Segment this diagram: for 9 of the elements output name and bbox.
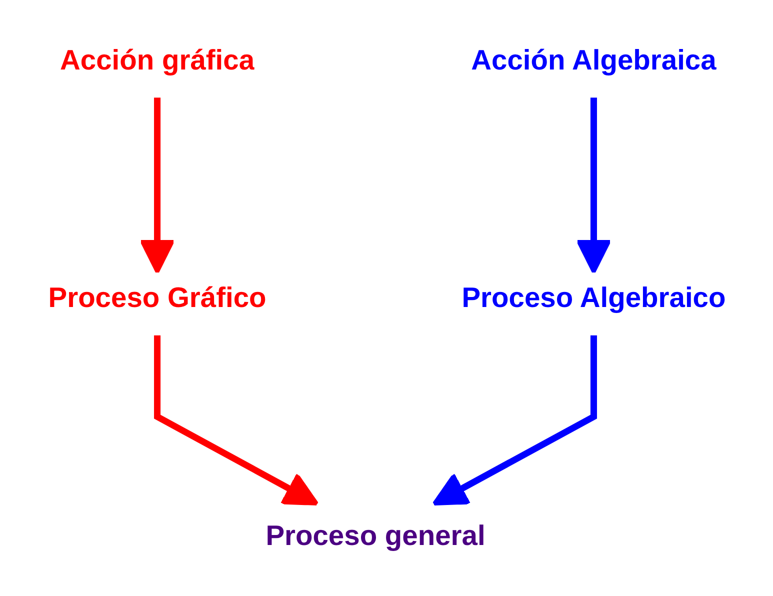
node-text: Acción Algebraica xyxy=(470,43,716,76)
node-text: Acción gráfica xyxy=(60,43,254,76)
arrow xyxy=(138,98,175,274)
arrow xyxy=(432,335,596,506)
arrow xyxy=(154,335,318,506)
arrow xyxy=(575,98,612,274)
node-text: Proceso Gráfico xyxy=(48,281,266,314)
node-text: Proceso general xyxy=(265,518,485,552)
node-text: Proceso Algebraico xyxy=(461,281,726,314)
